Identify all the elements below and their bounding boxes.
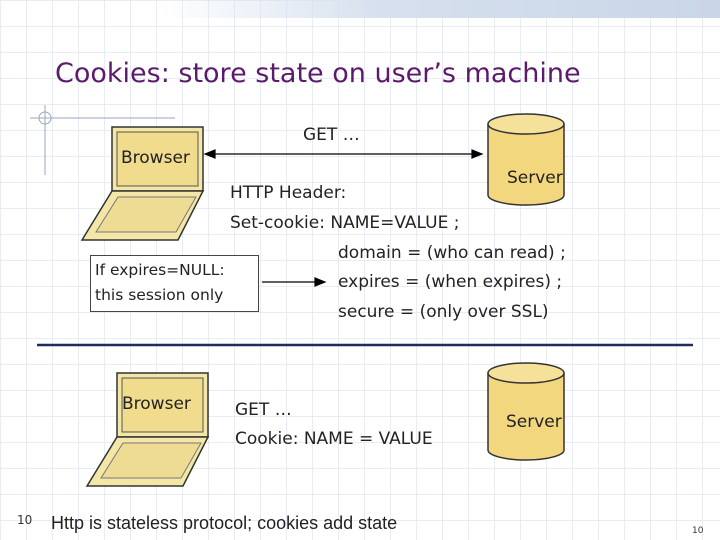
request-label-bottom: GET … <box>235 400 292 420</box>
slide-number-right: 10 <box>692 526 704 536</box>
expires-line: expires = (when expires) ; <box>338 272 563 292</box>
crosshair-decoration <box>30 105 175 175</box>
secure-line: secure = (only over SSL) <box>338 302 549 322</box>
server-label-top: Server <box>507 168 563 188</box>
session-note-line1: If expires=NULL: <box>95 261 225 279</box>
slide-number-left: 10 <box>17 513 33 527</box>
session-note-box: If expires=NULL: this session only <box>90 255 259 312</box>
cookie-request-line: Cookie: NAME = VALUE <box>235 429 433 449</box>
footer-caption: Http is stateless protocol; cookies add … <box>51 513 398 533</box>
server-label-bottom: Server <box>506 412 562 432</box>
browser-label-bottom: Browser <box>122 394 191 414</box>
slide-title: Cookies: store state on user’s machine <box>55 58 581 89</box>
request-label-top: GET … <box>303 125 360 145</box>
header-band <box>160 0 720 18</box>
browser-laptop-bottom <box>85 372 210 487</box>
request-arrow-top <box>203 149 484 159</box>
browser-label-top: Browser <box>121 148 190 168</box>
session-note-line2: this session only <box>95 286 224 304</box>
note-arrow <box>262 277 327 287</box>
server-cylinder-bottom <box>487 362 565 461</box>
domain-line: domain = (who can read) ; <box>338 243 566 263</box>
server-cylinder-top <box>487 113 565 206</box>
browser-laptop-top <box>80 126 205 241</box>
response-header-label: HTTP Header: <box>230 183 347 203</box>
set-cookie-line: Set-cookie: NAME=VALUE ; <box>230 213 460 233</box>
